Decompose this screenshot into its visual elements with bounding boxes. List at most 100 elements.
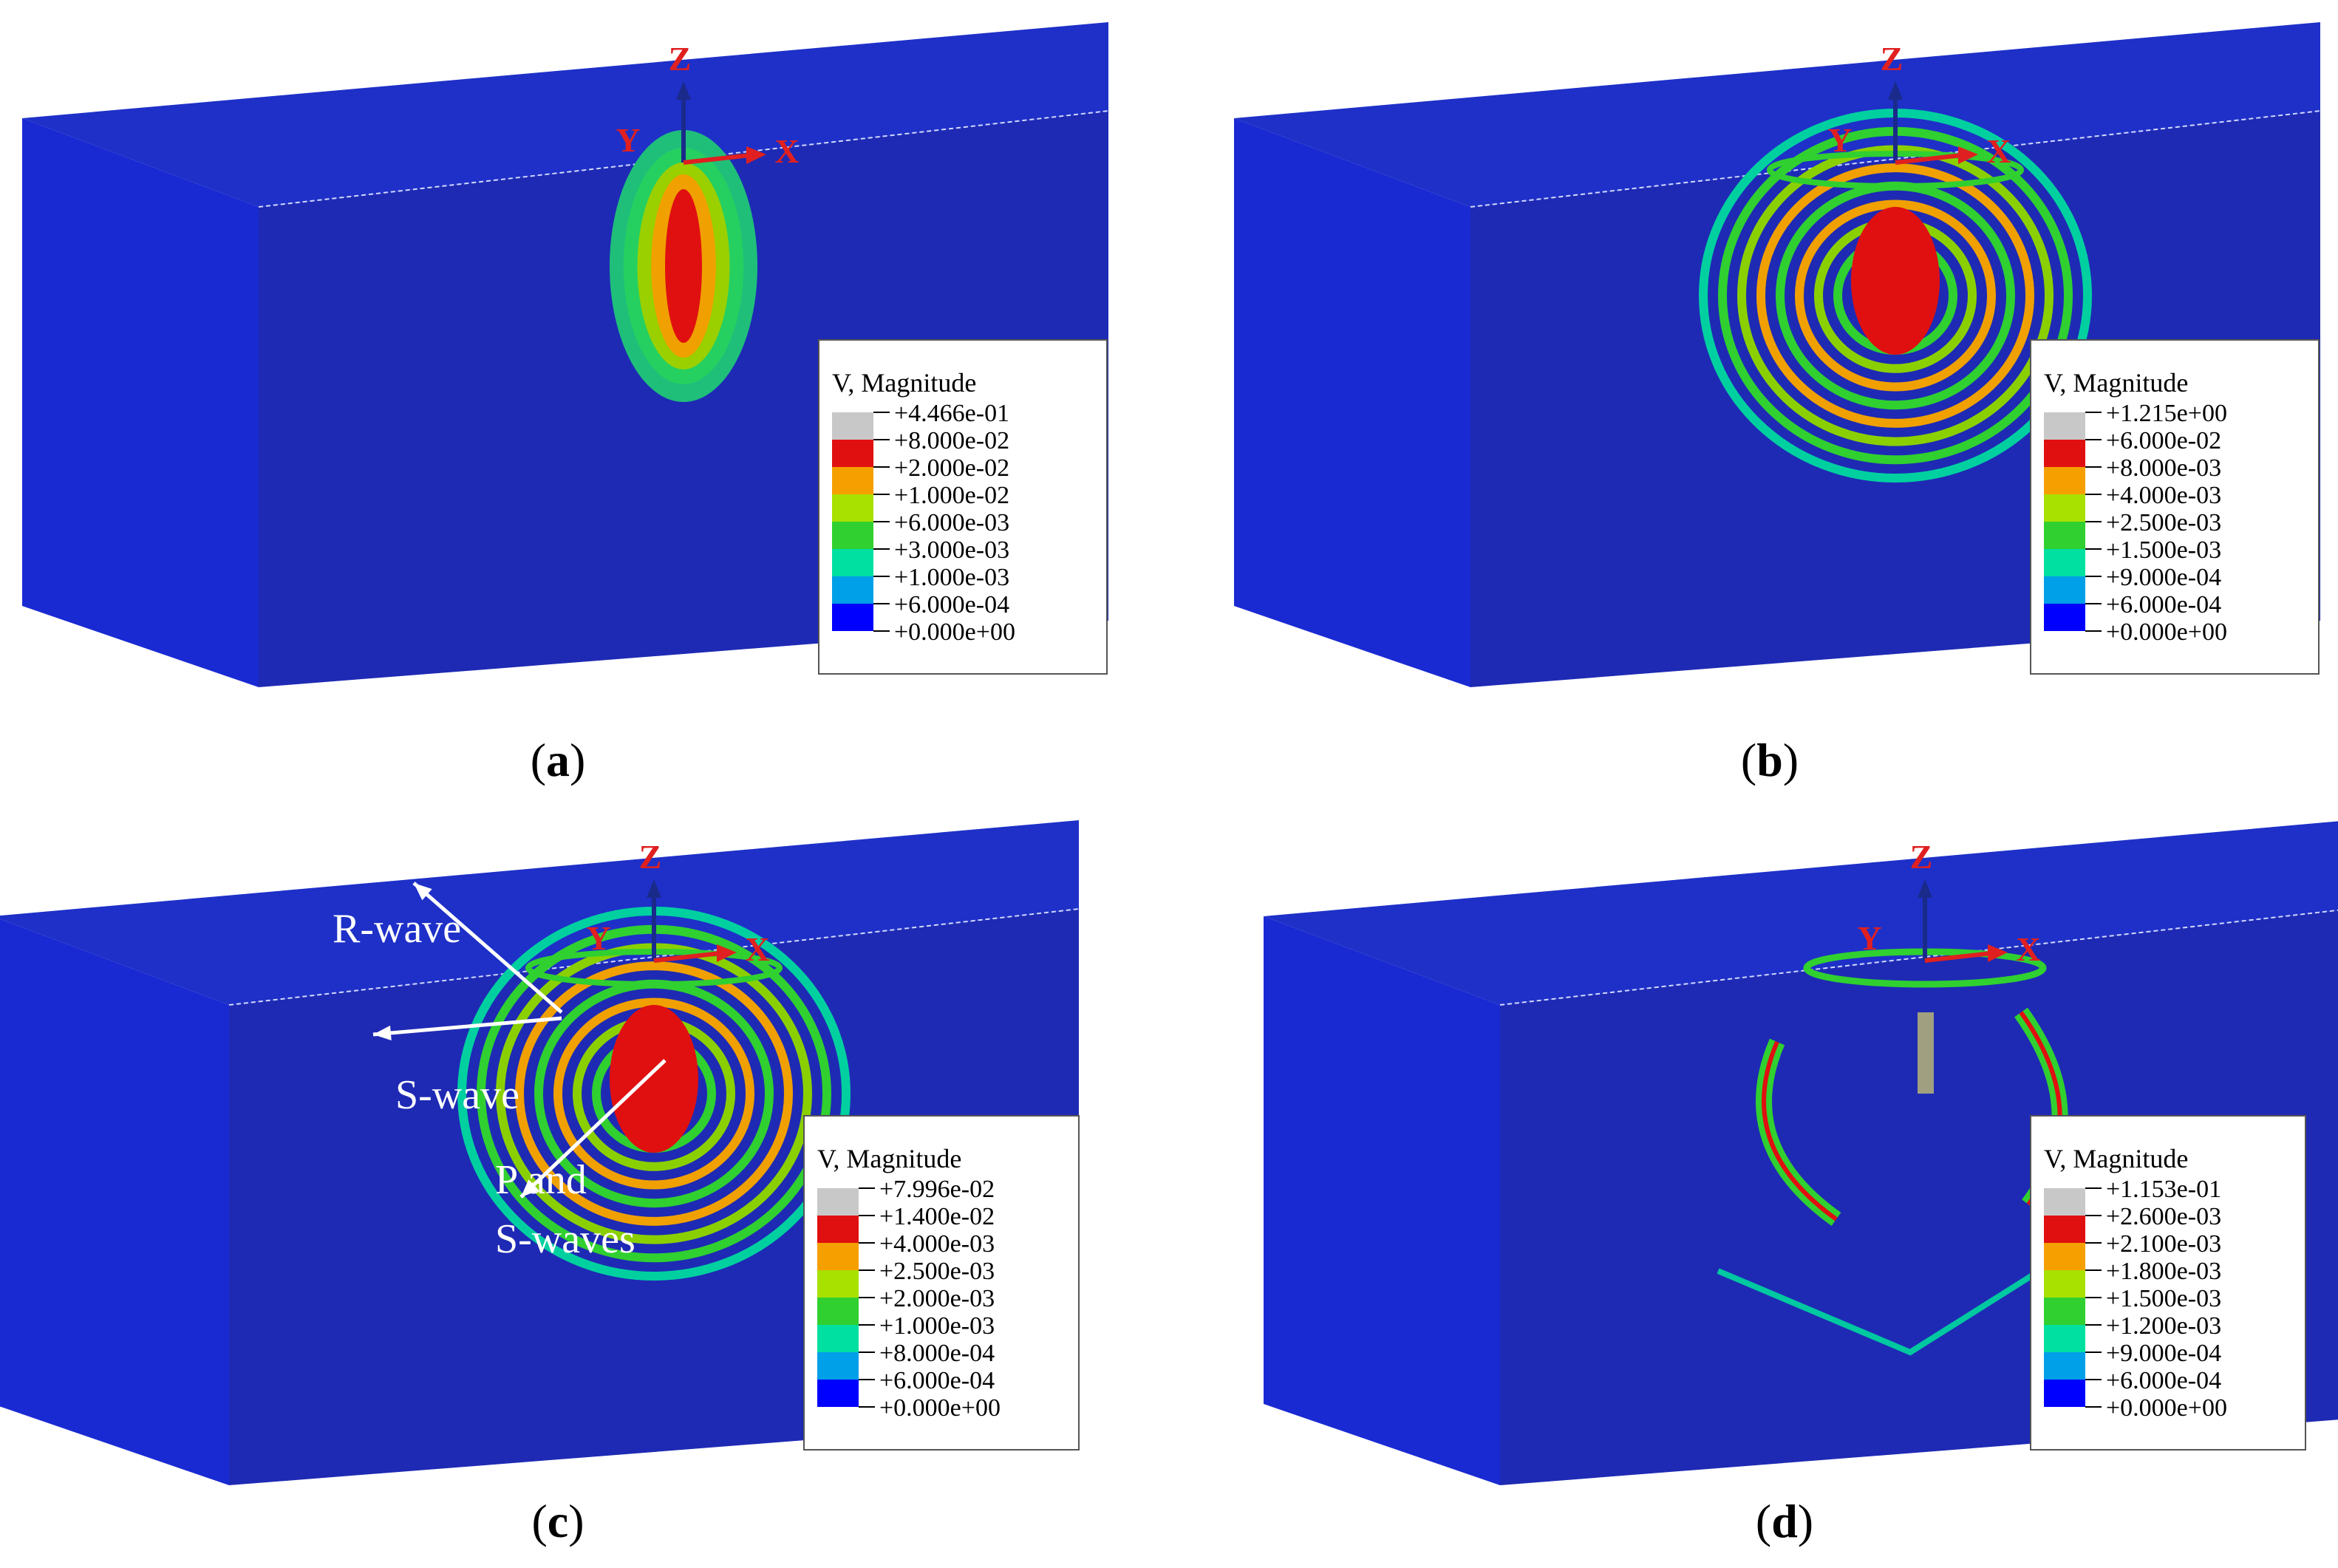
legend-swatch-3 <box>832 494 873 522</box>
box-top-face <box>22 22 1108 207</box>
z-axis-label: Z <box>1910 838 1933 876</box>
legend-value-5: +1.500e-03 <box>2106 536 2221 564</box>
legend-value-8: +0.000e+00 <box>894 618 1015 646</box>
legend-value-3: +1.000e-02 <box>894 482 1009 509</box>
box-top-face <box>1234 22 2320 207</box>
legend-swatch-6 <box>832 576 873 604</box>
panel-label-close: ) <box>1798 1495 1813 1547</box>
panel-label-open: ( <box>531 734 546 786</box>
y-axis-label: Y <box>586 919 610 957</box>
legend-value-2: +2.100e-03 <box>2106 1230 2221 1258</box>
x-axis-arrowhead <box>746 146 766 164</box>
legend-swatch-5 <box>832 549 873 576</box>
legend-value-6: +9.000e-04 <box>2106 1340 2221 1367</box>
wave-field <box>1699 109 2092 483</box>
box-left-face <box>1264 916 1500 1485</box>
legend-value-8: +0.000e+00 <box>2106 1394 2227 1422</box>
y-axis-label: Y <box>616 121 640 159</box>
legend: V, Magnitude+7.996e-02+1.400e-02+4.000e-… <box>803 1115 1080 1451</box>
x-axis-arrow <box>683 153 751 165</box>
legend-swatch-4 <box>2044 1298 2085 1325</box>
wave-contour-4 <box>665 189 702 343</box>
legend-swatch-2 <box>2044 467 2085 494</box>
panel-label: (a) <box>531 734 586 786</box>
legend-value-5: +1.000e-03 <box>879 1312 995 1340</box>
panel-label-open: ( <box>531 1495 547 1547</box>
annotation-label-3: S-waves <box>495 1216 635 1262</box>
panel-label: (d) <box>1756 1495 1813 1547</box>
legend-title: V, Magnitude <box>832 368 976 398</box>
legend-value-7: +6.000e-04 <box>879 1367 995 1394</box>
legend-value-4: +6.000e-03 <box>894 509 1009 536</box>
legend-value-8: +0.000e+00 <box>2106 618 2227 646</box>
legend-value-5: +1.200e-03 <box>2106 1312 2221 1340</box>
annotation-arrowhead-0 <box>414 883 432 901</box>
panel-label-letter: c <box>548 1495 568 1547</box>
legend-value-1: +6.000e-02 <box>2106 427 2221 454</box>
wave-core <box>1851 207 1940 355</box>
box-top-edge <box>1499 909 2338 1006</box>
legend-value-0: +7.996e-02 <box>879 1176 995 1203</box>
legend-value-1: +8.000e-02 <box>894 427 1009 454</box>
legend-value-2: +8.000e-03 <box>2106 454 2221 482</box>
legend-value-7: +6.000e-04 <box>2106 591 2221 618</box>
x-axis-arrow <box>1895 153 1963 165</box>
legend-swatch-5 <box>817 1325 859 1352</box>
annotation-arrowhead-1 <box>373 1025 392 1041</box>
legend-swatch-2 <box>2044 1243 2085 1270</box>
x-axis-arrow <box>1924 951 1992 963</box>
legend-value-4: +2.500e-03 <box>2106 509 2221 536</box>
box-top-edge <box>258 110 1109 208</box>
z-axis-arrowhead <box>647 879 661 898</box>
panel-label: (b) <box>1741 734 1799 786</box>
legend-swatch-5 <box>2044 1325 2085 1352</box>
z-axis-arrowhead <box>1918 879 1932 898</box>
legend-swatch-7 <box>2044 1380 2085 1407</box>
z-axis-arrowhead <box>1888 81 1903 100</box>
panel-label-close: ) <box>568 1495 584 1547</box>
legend-value-1: +2.600e-03 <box>2106 1203 2221 1230</box>
panel-label-letter: d <box>1771 1495 1798 1547</box>
legend-swatch-6 <box>2044 1352 2085 1380</box>
y-axis-label: Y <box>1857 919 1881 957</box>
legend-swatch-0 <box>832 412 873 440</box>
legend-value-6: +8.000e-04 <box>879 1340 995 1367</box>
z-axis-label: Z <box>669 40 692 78</box>
legend-swatch-4 <box>817 1298 859 1325</box>
x-axis-label: X <box>745 930 769 968</box>
legend-swatch-1 <box>817 1216 859 1243</box>
legend-value-3: +1.800e-03 <box>2106 1258 2221 1285</box>
legend-swatch-6 <box>817 1352 859 1380</box>
legend-value-4: +1.500e-03 <box>2106 1285 2221 1312</box>
legend-swatch-4 <box>2044 522 2085 549</box>
x-axis-label: X <box>774 132 799 170</box>
axis-triad: Z Y X <box>616 40 799 170</box>
legend-swatch-0 <box>2044 1188 2085 1216</box>
box-left-face <box>0 918 229 1485</box>
legend-value-1: +1.400e-02 <box>879 1203 995 1230</box>
legend-swatch-3 <box>2044 1270 2085 1298</box>
wave-field <box>457 907 851 1281</box>
legend-swatch-0 <box>2044 412 2085 440</box>
legend: V, Magnitude+1.215e+00+6.000e-02+8.000e-… <box>2030 339 2320 675</box>
legend-value-0: +4.466e-01 <box>894 400 1009 427</box>
legend-value-2: +4.000e-03 <box>879 1230 995 1258</box>
legend-title: V, Magnitude <box>2044 1144 2188 1173</box>
legend-swatch-4 <box>832 522 873 549</box>
legend-value-4: +2.000e-03 <box>879 1285 995 1312</box>
legend-title: V, Magnitude <box>2044 368 2188 398</box>
legend-value-7: +6.000e-04 <box>2106 1367 2221 1394</box>
wave-ring-5 <box>1795 200 1996 392</box>
box-left-face <box>22 118 259 687</box>
legend-swatch-6 <box>2044 576 2085 604</box>
annotation-arrow-2 <box>519 1059 667 1199</box>
z-axis-label: Z <box>639 838 662 876</box>
panel-label-close: ) <box>1783 734 1799 786</box>
legend-swatch-3 <box>817 1270 859 1298</box>
x-axis-label: X <box>1986 132 2011 170</box>
legend-swatch-2 <box>817 1243 859 1270</box>
panel-label-close: ) <box>570 734 585 786</box>
wave-field <box>610 130 757 402</box>
